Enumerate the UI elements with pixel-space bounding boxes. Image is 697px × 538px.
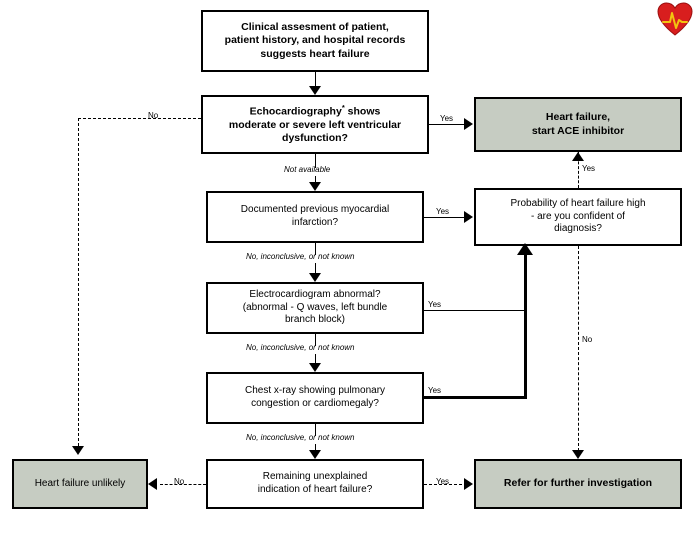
connector-cxr-no-lower (315, 444, 316, 452)
echocardiography-footnote-marker: * (341, 103, 345, 113)
arrowhead-riser-to-probability (517, 243, 533, 255)
edge-label-mi-yes: Yes (436, 207, 450, 216)
connector-echo-notavailable-lower (315, 176, 316, 183)
connector-echo-no-horizontal (78, 118, 201, 119)
connector-echo-notavailable-upper (315, 154, 316, 168)
connector-cxr-yes (424, 396, 525, 399)
edge-label-echo-yes: Yes (440, 114, 454, 123)
node-remaining-indication: Remaining unexplained indication of hear… (206, 459, 424, 509)
probability-line1: Probability of heart failure high (510, 197, 646, 209)
myocardial-infarction-line2: infarction? (291, 217, 339, 228)
connector-cxr-no-upper (315, 424, 316, 436)
node-electrocardiogram: Electrocardiogram abnormal? (abnormal - … (206, 282, 424, 334)
ace-inhibitor-line2: start ACE inhibitor (531, 124, 625, 137)
echocardiography-line1: Echocardiography (249, 105, 342, 118)
heart-ecg-logo (657, 2, 693, 36)
connector-ecg-no-lower (315, 354, 316, 365)
edge-label-mi-no-inconclusive: No, inconclusive, or not known (246, 252, 355, 261)
connector-probability-no (578, 246, 579, 451)
electrocardiogram-line2: (abnormal - Q waves, left bundle (242, 301, 388, 313)
arrowhead-probability-no (572, 450, 584, 459)
node-myocardial-infarction: Documented previous myocardial infarctio… (206, 191, 424, 243)
arrowhead-ecg-no (309, 363, 321, 372)
connector-echo-no-vertical (78, 118, 79, 446)
connector-remaining-no (160, 484, 206, 485)
edge-label-cxr-yes: Yes (428, 386, 442, 395)
myocardial-infarction-line1: Documented previous myocardial (240, 204, 390, 216)
remaining-indication-line2: indication of heart failure? (257, 484, 373, 495)
connector-probability-yes (578, 152, 579, 188)
connector-riser-to-probability (524, 252, 527, 399)
connector-mi-no-lower (315, 263, 316, 274)
edge-label-cxr-no-inconclusive: No, inconclusive, or not known (246, 433, 355, 442)
node-probability-heart-failure: Probability of heart failure high - are … (474, 188, 682, 246)
refer-investigation-line1: Refer for further investigation (503, 477, 653, 490)
clinical-assessment-line3: suggests heart failure (260, 47, 370, 60)
node-ace-inhibitor: Heart failure, start ACE inhibitor (474, 97, 682, 152)
clinical-assessment-line2: patient history, and hospital records (224, 34, 406, 47)
edge-label-ecg-no-inconclusive: No, inconclusive, or not known (246, 343, 355, 352)
arrowhead-cxr-no (309, 450, 321, 459)
edge-label-remaining-yes: Yes (436, 477, 450, 486)
ace-inhibitor-line1: Heart failure, (545, 111, 611, 124)
edge-label-ecg-yes: Yes (428, 300, 442, 309)
connector-ecg-no-upper (315, 334, 316, 346)
arrowhead-echo-yes (464, 118, 473, 130)
node-clinical-assessment: Clinical assesment of patient, patient h… (201, 10, 429, 72)
remaining-indication-line1: Remaining unexplained (262, 471, 368, 483)
probability-line3: diagnosis? (554, 223, 602, 235)
arrowhead-probability-yes (572, 152, 584, 161)
chest-xray-line1: Chest x-ray showing pulmonary (244, 385, 386, 397)
electrocardiogram-line1: Electrocardiogram abnormal? (249, 288, 381, 300)
arrowhead-echo-no (72, 446, 84, 455)
connector-remaining-yes (424, 484, 467, 485)
arrowhead-remaining-no (148, 478, 157, 490)
node-refer-investigation: Refer for further investigation (474, 459, 682, 509)
arrowhead-mi-yes (464, 211, 473, 223)
connector-echo-yes (429, 124, 467, 125)
heart-failure-unlikely-line1: Heart failure unlikely (34, 477, 126, 489)
arrowhead-echo-not-available (309, 182, 321, 191)
chest-xray-line2: congestion or cardiomegaly? (251, 398, 379, 409)
node-chest-xray: Chest x-ray showing pulmonary congestion… (206, 372, 424, 424)
echocardiography-line2: moderate or severe left ventricular (228, 119, 402, 132)
connector-ecg-yes (424, 310, 525, 311)
node-echocardiography: Echocardiography* shows moderate or seve… (201, 95, 429, 154)
clinical-assessment-line1: Clinical assesment of patient, (241, 20, 389, 33)
connector-mi-no-upper (315, 243, 316, 255)
edge-label-not-available: Not available (284, 165, 331, 174)
edge-label-probability-no: No (582, 335, 593, 344)
connector-assessment-to-echo (315, 72, 316, 87)
edge-label-remaining-no: No (174, 477, 185, 486)
arrowhead-remaining-yes (464, 478, 473, 490)
node-heart-failure-unlikely: Heart failure unlikely (12, 459, 148, 509)
arrowhead-mi-no (309, 273, 321, 282)
probability-line2: - are you confident of (531, 210, 625, 222)
electrocardiogram-line3: branch block) (284, 314, 345, 326)
connector-mi-yes (424, 217, 467, 218)
echocardiography-line3: dysfunction? (282, 132, 348, 145)
echocardiography-line1-suffix: shows (344, 105, 381, 118)
arrowhead-assessment-to-echo (309, 86, 321, 95)
edge-label-probability-yes: Yes (582, 164, 596, 173)
edge-label-echo-no: No (148, 111, 159, 120)
